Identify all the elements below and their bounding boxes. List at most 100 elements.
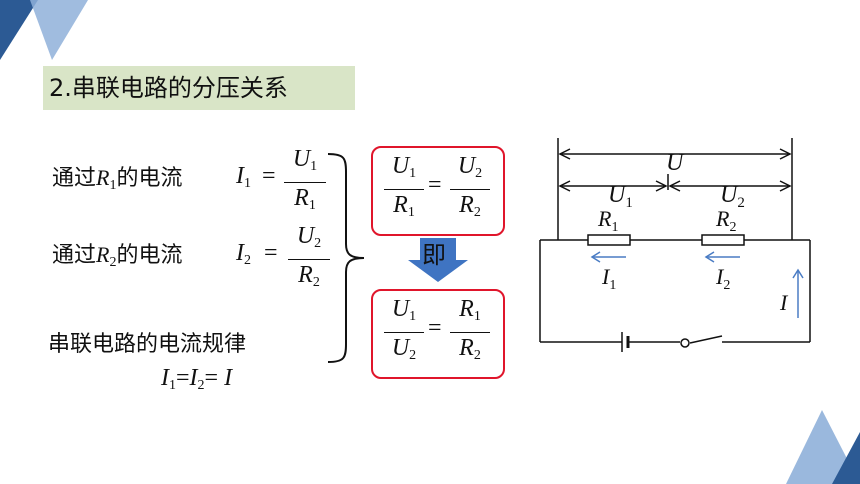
box2-right-fraction: R1 R2 <box>450 295 490 370</box>
row1-equals: = <box>262 163 276 189</box>
label-u2: U2 <box>720 182 745 211</box>
u-arrow-left <box>558 148 571 160</box>
row2-var: R <box>96 242 110 267</box>
row2-num-sub: 2 <box>314 236 322 251</box>
ratio-box-1 <box>371 146 505 236</box>
label-u: U <box>666 150 685 176</box>
i2-arrow-head <box>704 251 715 263</box>
down-arrow-icon <box>408 238 468 282</box>
row1-lhs-sub: 1 <box>244 176 251 191</box>
label-r1-sub: 1 <box>611 220 618 235</box>
box2-l-den: U <box>391 335 410 361</box>
label-u1-sub: 1 <box>625 195 633 211</box>
label-u1: U1 <box>608 182 633 211</box>
label-i1-sub: 1 <box>609 278 616 293</box>
switch-contact <box>680 338 690 348</box>
law-I2-sub: 2 <box>197 378 205 393</box>
label-i2-var: I <box>715 264 725 289</box>
label-r1-var: R <box>597 206 612 231</box>
label-i2: I2 <box>715 264 730 293</box>
row2-var-sub: 2 <box>109 255 117 270</box>
label-r2: R2 <box>715 206 736 235</box>
row2-fraction: U2 R2 <box>288 222 330 297</box>
corner-decoration-top-left <box>0 0 88 60</box>
row2-lhs: I2 <box>236 240 251 269</box>
box1-l-den-sub: 1 <box>407 205 415 220</box>
row2-lhs-sub: 2 <box>244 253 251 268</box>
law-I1: I <box>161 365 169 391</box>
law-I: I <box>224 365 233 391</box>
box2-left-fraction: U1 U2 <box>384 295 424 370</box>
circuit-diagram: U U1 U2 R1 R2 I1 I2 I <box>539 138 811 352</box>
box1-l-den: R <box>393 192 408 218</box>
i-arrow-head <box>792 268 804 279</box>
box1-r-den: R <box>459 192 474 218</box>
resistor-r1 <box>587 234 631 246</box>
row2-suffix: 的电流 <box>116 243 183 268</box>
box1-r-den-sub: 2 <box>473 205 481 220</box>
row2-label: 通过R2的电流 <box>52 240 182 278</box>
arrow-label: 即 <box>422 241 446 269</box>
box2-r-den-sub: 2 <box>473 348 481 363</box>
row1-fraction: U1 R1 <box>284 145 326 220</box>
row1-den-sub: 1 <box>308 198 316 213</box>
label-i1-var: I <box>601 264 611 289</box>
current-law-formula: I1=I2= I <box>161 365 232 394</box>
row2-num: U <box>296 223 315 249</box>
law-eq1: = <box>176 365 190 391</box>
curly-brace <box>327 153 365 363</box>
ratio-box-2 <box>371 289 505 379</box>
switch-lever <box>689 335 723 344</box>
row1-label: 通过R1的电流 <box>52 163 182 201</box>
row1-var-sub: 1 <box>109 178 117 193</box>
box1-l-num: U <box>391 153 410 179</box>
row1-lhs-var: I <box>236 163 244 189</box>
page-title: 2.串联电路的分压关系 <box>49 74 288 102</box>
corner-decoration-bottom-right <box>786 410 860 484</box>
label-u2-sub: 2 <box>737 195 745 211</box>
box2-equals: = <box>428 315 442 341</box>
law-I2: I <box>189 365 198 391</box>
row1-num: U <box>292 146 311 172</box>
row1-var: R <box>96 165 110 190</box>
u1-arrow-left <box>558 180 571 192</box>
box2-r-num: R <box>459 296 474 322</box>
row2-lhs-var: I <box>236 240 244 266</box>
resistor-r2 <box>701 234 745 246</box>
label-r1: R1 <box>597 206 618 235</box>
box1-equals: = <box>428 172 442 198</box>
u1-arrow-right <box>655 180 668 192</box>
box1-r-num: U <box>457 153 476 179</box>
row1-num-sub: 1 <box>310 159 318 174</box>
label-i: I <box>779 290 789 315</box>
box1-right-fraction: U2 R2 <box>450 152 490 227</box>
box2-r-num-sub: 1 <box>473 309 481 324</box>
label-u1-var: U <box>608 182 627 208</box>
label-i2-sub: 2 <box>723 278 730 293</box>
row1-den: R <box>294 185 309 211</box>
row1-lhs: I1 <box>236 163 251 192</box>
u-arrow-right <box>779 148 792 160</box>
row2-equals: = <box>264 240 278 266</box>
row2-den-sub: 2 <box>312 275 320 290</box>
title-background <box>43 66 355 110</box>
u2-arrow-right <box>779 180 792 192</box>
box1-l-num-sub: 1 <box>409 166 417 181</box>
law-eq2: = <box>204 365 219 391</box>
row1-prefix: 通过 <box>52 166 97 191</box>
u2-arrow-left <box>668 180 681 192</box>
row1-suffix: 的电流 <box>116 166 183 191</box>
i1-arrow-head <box>590 251 601 263</box>
label-r2-var: R <box>715 206 730 231</box>
law-I1-sub: 1 <box>169 378 176 393</box>
label-r2-sub: 2 <box>729 220 736 235</box>
row2-prefix: 通过 <box>52 243 97 268</box>
box2-l-den-sub: 2 <box>409 348 417 363</box>
current-law-label: 串联电路的电流规律 <box>48 332 247 357</box>
box2-r-den: R <box>459 335 474 361</box>
box1-left-fraction: U1 R1 <box>384 152 424 227</box>
label-i1: I1 <box>601 264 616 293</box>
row2-den: R <box>298 262 313 288</box>
label-u2-var: U <box>720 182 739 208</box>
box1-r-num-sub: 2 <box>475 166 483 181</box>
